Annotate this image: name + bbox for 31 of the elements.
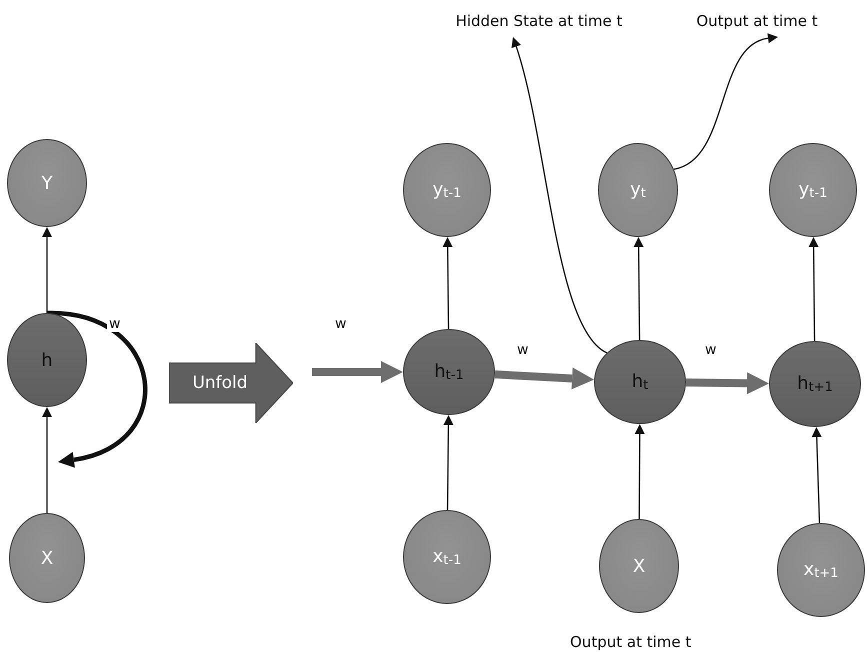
node-label: y$_{t-1}$	[432, 179, 462, 201]
node-label: h$_{t}$	[632, 371, 648, 393]
thick-arrow	[312, 361, 403, 383]
node-label: h	[41, 350, 53, 370]
unfold-block-arrow	[169, 343, 293, 423]
arrow	[442, 237, 453, 329]
arrow-label: Unfold	[192, 373, 248, 393]
node-label: x$_{t+1}$	[804, 559, 838, 581]
arrow	[808, 237, 819, 341]
node-label: Hidden State at time t	[456, 12, 622, 30]
arrow	[634, 424, 645, 519]
arrow	[42, 227, 52, 313]
arrow	[634, 237, 644, 340]
node-label: h$_{t+1}$	[797, 373, 833, 395]
thick-arrow	[686, 372, 769, 394]
node-label: Y	[42, 172, 52, 194]
arrow	[674, 34, 778, 170]
node-label: X	[40, 548, 54, 568]
node-label: h$_{t-1}$	[434, 361, 464, 383]
node-label: y$_{t}$	[630, 179, 646, 201]
arrow	[443, 415, 454, 510]
caption-text: Output at time t	[570, 633, 692, 651]
arrow	[812, 426, 822, 524]
node-label: y$_{t-1}$	[798, 179, 828, 201]
arrow	[511, 36, 608, 354]
node-label: x$_{t-1}$	[432, 546, 462, 568]
loop-arrow	[46, 310, 147, 468]
arrow	[42, 407, 52, 513]
node-label: Output at time t	[696, 12, 818, 30]
node-label: X	[632, 556, 646, 576]
thick-arrow	[494, 367, 594, 390]
